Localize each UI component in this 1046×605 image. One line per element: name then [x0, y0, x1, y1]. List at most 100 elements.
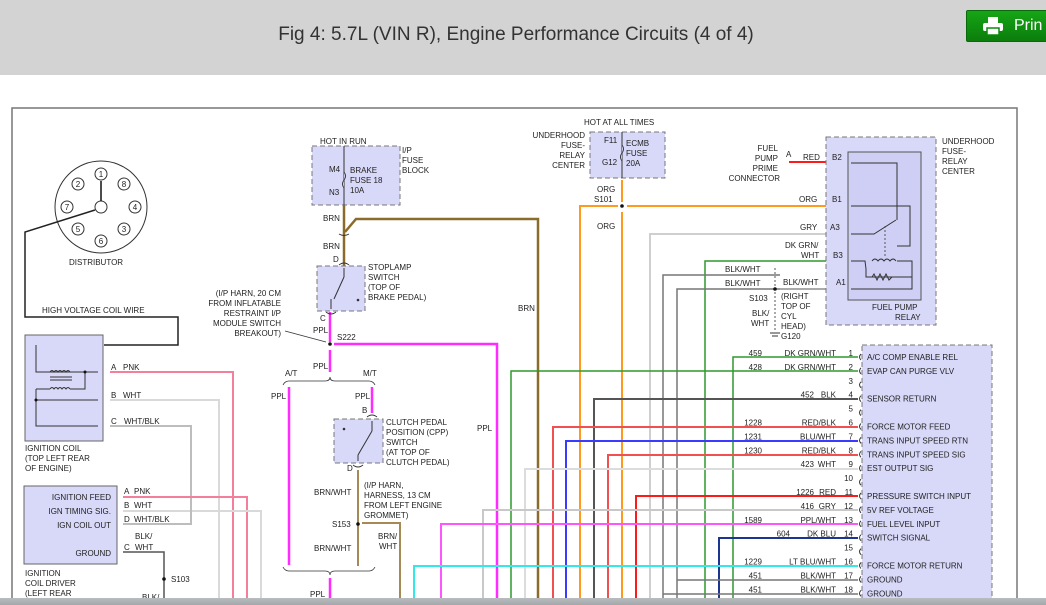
pcm-pin-function: 5V REF VOLTAGE — [867, 506, 934, 515]
fuse-pin-n3: N3 — [329, 188, 340, 197]
gnd-note-1: (RIGHT — [781, 292, 809, 301]
pcm-pin-number: 16 — [844, 558, 853, 567]
prime-conn-3: PRIME — [753, 164, 778, 173]
distributor-terminal-circle — [71, 177, 85, 191]
pcm-pin-function: SENSOR RETURN — [867, 395, 937, 404]
pcm-pin-connector — [859, 562, 862, 569]
underhood-left-4: CENTER — [552, 161, 585, 170]
gnd-note-2: TOP OF — [781, 302, 811, 311]
ppl-label-mt: PPL — [355, 392, 371, 401]
harness-note-3: RESTRAINT I/P — [224, 309, 281, 318]
driver-wire-b: WHT — [134, 501, 152, 510]
distributor-terminal-3: 3 — [122, 225, 127, 234]
brn-label-1: BRN — [323, 214, 340, 223]
cpp-harness-3: FROM LEFT ENGINE — [364, 501, 442, 510]
ppl-label-bottom: PPL — [310, 590, 326, 599]
wire-pcm-12 — [482, 509, 858, 605]
pcm-pin-function: GROUND — [867, 575, 903, 584]
horizontal-scrollbar[interactable] — [0, 598, 1046, 605]
wire-whtblk-driver — [123, 504, 192, 525]
driver-pin-a: A — [124, 487, 130, 496]
ecmb-fuse: HOT AT ALL TIMES F11 G12 ECMB FUSE 20A U… — [533, 118, 666, 231]
wire-pcm-16 — [413, 565, 858, 605]
brake-fuse-1: BRAKE — [350, 166, 377, 175]
distributor-terminal-circle — [94, 234, 108, 248]
wire-org-left — [579, 205, 618, 605]
ppl-label-at: PPL — [271, 392, 287, 401]
pcm-pin-number: 18 — [844, 585, 853, 594]
pcm-wire-color: BLU/WHT — [800, 432, 836, 441]
cpp-name-2: POSITION (CPP) — [386, 428, 449, 437]
pcm-circuit-number: 604 — [777, 530, 791, 539]
pcm-circuit-number: 451 — [749, 571, 763, 580]
gnd-wire-1: BLK/WHT — [725, 265, 761, 274]
diagram-frame — [11, 107, 1018, 605]
pcm-pin-number: 17 — [844, 571, 853, 580]
ecmb-pin-g12: G12 — [602, 158, 618, 167]
pcm-pin-number: 5 — [849, 405, 854, 414]
underhood-left-1: UNDERHOOD — [533, 131, 586, 140]
splice-s101: S101 — [594, 195, 613, 204]
gnd-splice: S103 — [749, 294, 768, 303]
pcm-circuit-number: 1230 — [744, 446, 762, 455]
coil-wire-a: PNK — [123, 363, 140, 372]
cpp-name-3: SWITCH — [386, 438, 418, 447]
wire-pnk-coil — [110, 371, 234, 605]
underhood-right-1: UNDERHOOD — [942, 137, 995, 146]
org-label-2: ORG — [597, 222, 615, 231]
pcm-circuit-number: 452 — [801, 391, 815, 400]
driver-pin-c: C — [124, 543, 130, 552]
driver-lower-wire: BLK/ — [142, 593, 160, 602]
ignition-coil-driver: IGNITION FEED IGN TIMING SIG. IGN COIL O… — [23, 485, 190, 602]
pcm-wire-color: DK GRN/WHT — [784, 363, 836, 372]
distributor-terminal-circle — [128, 200, 142, 214]
pcm-circuit-number: 1228 — [744, 419, 762, 428]
relay-pin-a1: A1 — [836, 278, 846, 287]
distributor-label: DISTRIBUTOR — [69, 258, 123, 267]
distributor-terminal-2: 2 — [76, 180, 81, 189]
wire-pcm-7 — [565, 440, 858, 605]
ip-fuse-block-2: FUSE — [402, 156, 423, 165]
ip-fuse-block: HOT IN RUN M4 N3 BRAKE FUSE 18 10A I/P F… — [311, 137, 535, 313]
pcm-pin-number: 12 — [844, 502, 853, 511]
pcm-pin-connector — [859, 353, 862, 361]
distributor-terminal-4: 4 — [133, 203, 138, 212]
pcm-pin-number: 1 — [849, 349, 854, 358]
brn-label-right: BRN — [518, 304, 535, 313]
pcm-wire-color: PPL/WHT — [800, 516, 836, 525]
pcm-circuit-number: 1231 — [744, 432, 762, 441]
svg-text:BLK/: BLK/ — [135, 532, 153, 541]
stoplamp-switch: D STOPLAMP SWITCH (TOP OF BRAKE PEDAL) C… — [208, 255, 427, 346]
underhood-left-3: RELAY — [559, 151, 585, 160]
prime-conn-1: FUEL — [758, 144, 779, 153]
pcm-pin-connector — [859, 576, 862, 583]
harness-note-4: MODULE SWITCH — [213, 319, 281, 328]
wire-blkwht-2 — [676, 288, 780, 605]
wire-label-org: ORG — [799, 195, 817, 204]
harness-note-2: FROM INFLATABLE — [208, 299, 281, 308]
coil-pin-c: C — [111, 417, 117, 426]
driver-wire-a: PNK — [134, 487, 151, 496]
driver-label-1: IGNITION — [25, 569, 61, 578]
coil-pin-b: B — [111, 391, 116, 400]
pcm-pin-connector — [859, 520, 862, 528]
cpp-pin-d: D — [347, 464, 353, 473]
ecmb-fuse-2: FUSE — [626, 149, 647, 158]
relay-label-1: FUEL PUMP — [872, 303, 918, 312]
pcm-pin-connector — [859, 478, 862, 486]
gnd-note-3: CYL — [781, 312, 797, 321]
wire-pcm-13 — [440, 523, 858, 605]
brn-label-2: BRN — [323, 242, 340, 251]
brnwht-right-1: BRN/ — [378, 532, 398, 541]
pcm-pin-number: 4 — [849, 391, 854, 400]
pcm-pin-connector — [859, 506, 862, 514]
wire-pcm-9 — [524, 468, 858, 605]
svg-text:WHT: WHT — [135, 543, 153, 552]
stoplamp-name-3: (TOP OF — [368, 283, 400, 292]
print-button[interactable]: Prin — [966, 10, 1046, 42]
stoplamp-name-2: SWITCH — [368, 273, 400, 282]
pcm-circuit-number: 459 — [749, 349, 763, 358]
stoplamp-name-4: BRAKE PEDAL) — [368, 293, 427, 302]
